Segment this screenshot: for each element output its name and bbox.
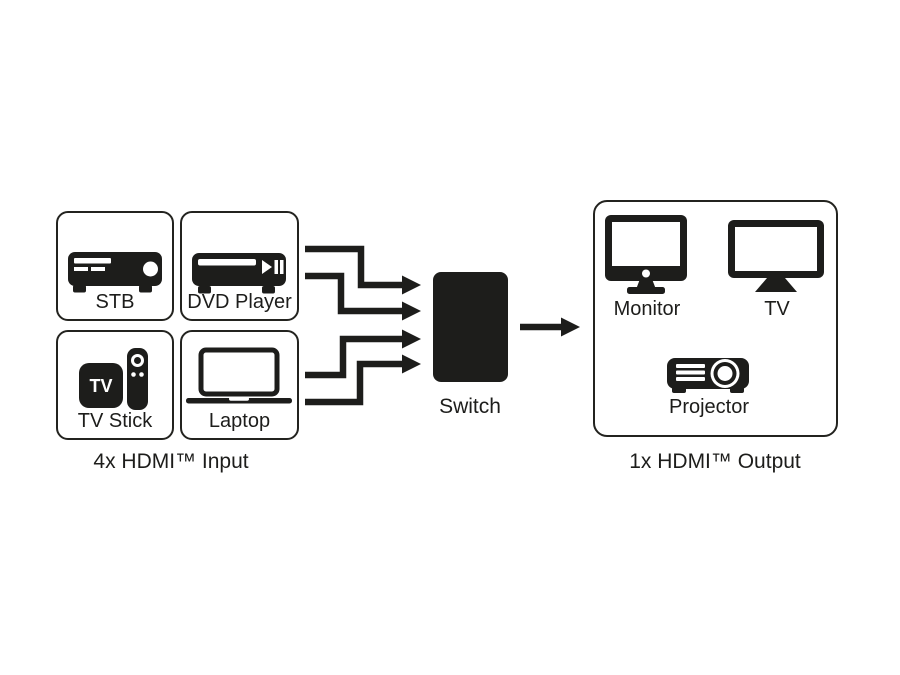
- output-label-projector: Projector: [668, 396, 750, 418]
- device-label-laptop: Laptop: [208, 410, 271, 432]
- input-arrowhead-3: [402, 329, 421, 349]
- set-top-box-icon: [68, 252, 162, 293]
- input-arrowhead-4: [402, 354, 421, 374]
- output-label-tv: TV: [764, 298, 790, 320]
- input-arrowhead-1: [402, 275, 421, 295]
- input-arrow-line-laptop: [305, 360, 403, 406]
- output-label-monitor: Monitor: [613, 298, 681, 320]
- input-arrow-line-stb: [305, 245, 403, 289]
- input-device-box-tv-stick: TV TV Stick: [56, 330, 174, 440]
- device-label-stb: STB: [95, 291, 135, 313]
- laptop-icon: [186, 347, 292, 404]
- dvd-player-icon: [192, 253, 286, 294]
- input-arrowhead-2: [402, 301, 421, 321]
- input-device-box-dvd-player: DVD Player: [180, 211, 299, 321]
- switch-box: [433, 272, 508, 382]
- input-arrow-line-tv-stick: [305, 335, 403, 379]
- tv-stick-icon: TV: [79, 348, 148, 410]
- tv-icon: [728, 220, 824, 292]
- projector-icon: [667, 358, 749, 393]
- input-device-box-stb: STB: [56, 211, 174, 321]
- output-group-caption: 1x HDMI™ Output: [629, 450, 801, 473]
- device-label-tv-stick: TV Stick: [77, 410, 153, 432]
- input-group-caption: 4x HDMI™ Input: [93, 450, 249, 473]
- input-device-box-laptop: Laptop: [180, 330, 299, 440]
- output-arrowhead: [561, 317, 580, 337]
- device-label-dvd-player: DVD Player: [187, 291, 292, 313]
- output-group-box: Monitor TV Projector: [593, 200, 838, 437]
- switch-label: Switch: [439, 395, 501, 418]
- tv-stick-icon-text: TV: [89, 376, 112, 396]
- monitor-icon: [605, 215, 687, 294]
- input-arrow-line-dvd: [305, 272, 403, 315]
